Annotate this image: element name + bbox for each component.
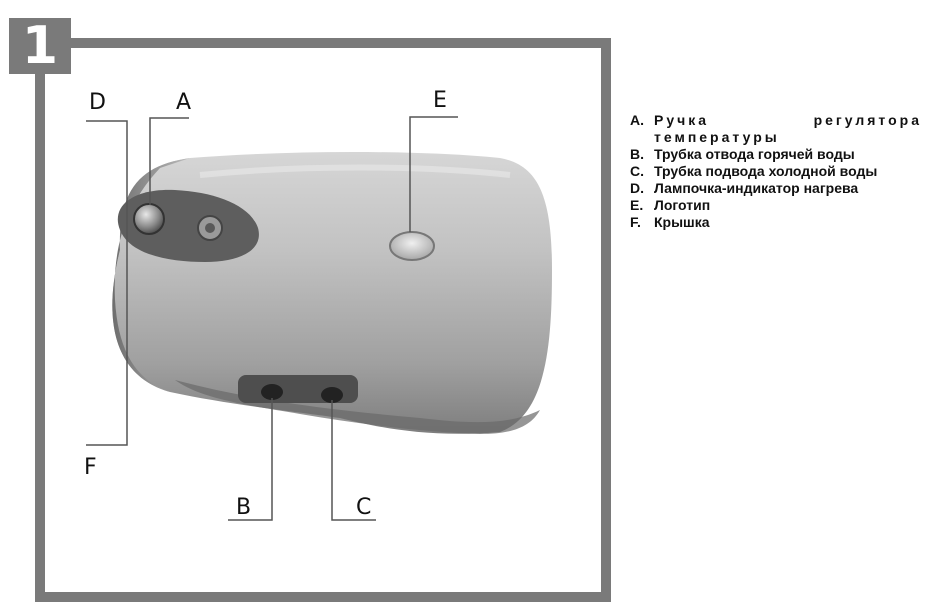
legend-letter: C. <box>630 163 654 180</box>
legend-text: Лампочка-индикатор нагрева <box>654 180 922 197</box>
legend-letter: E. <box>630 197 654 214</box>
callout-e: E <box>433 90 447 112</box>
legend-item: A. Ручка регулятора температуры <box>630 112 922 146</box>
parts-legend: A. Ручка регулятора температуры B. Трубк… <box>630 112 922 231</box>
legend-letter: F. <box>630 214 654 231</box>
figure-frame <box>35 38 611 602</box>
callout-a: A <box>176 92 191 114</box>
legend-text: Ручка регулятора температуры <box>654 112 922 146</box>
callout-d: D <box>89 92 106 114</box>
legend-text: Крышка <box>654 214 922 231</box>
callout-c: C <box>356 497 371 519</box>
legend-item: B. Трубка отвода горячей воды <box>630 146 922 163</box>
legend-text: Логотип <box>654 197 922 214</box>
legend-item: F. Крышка <box>630 214 922 231</box>
legend-item: C. Трубка подвода холодной воды <box>630 163 922 180</box>
legend-letter: D. <box>630 180 654 197</box>
legend-text: Трубка подвода холодной воды <box>654 163 922 180</box>
callout-b: B <box>236 497 251 519</box>
legend-item: E. Логотип <box>630 197 922 214</box>
figure-number-badge: 1 <box>9 18 71 74</box>
legend-letter: B. <box>630 146 654 163</box>
legend-letter: A. <box>630 112 654 146</box>
legend-item: D. Лампочка-индикатор нагрева <box>630 180 922 197</box>
legend-text: Трубка отвода горячей воды <box>654 146 922 163</box>
callout-f: F <box>84 457 97 479</box>
